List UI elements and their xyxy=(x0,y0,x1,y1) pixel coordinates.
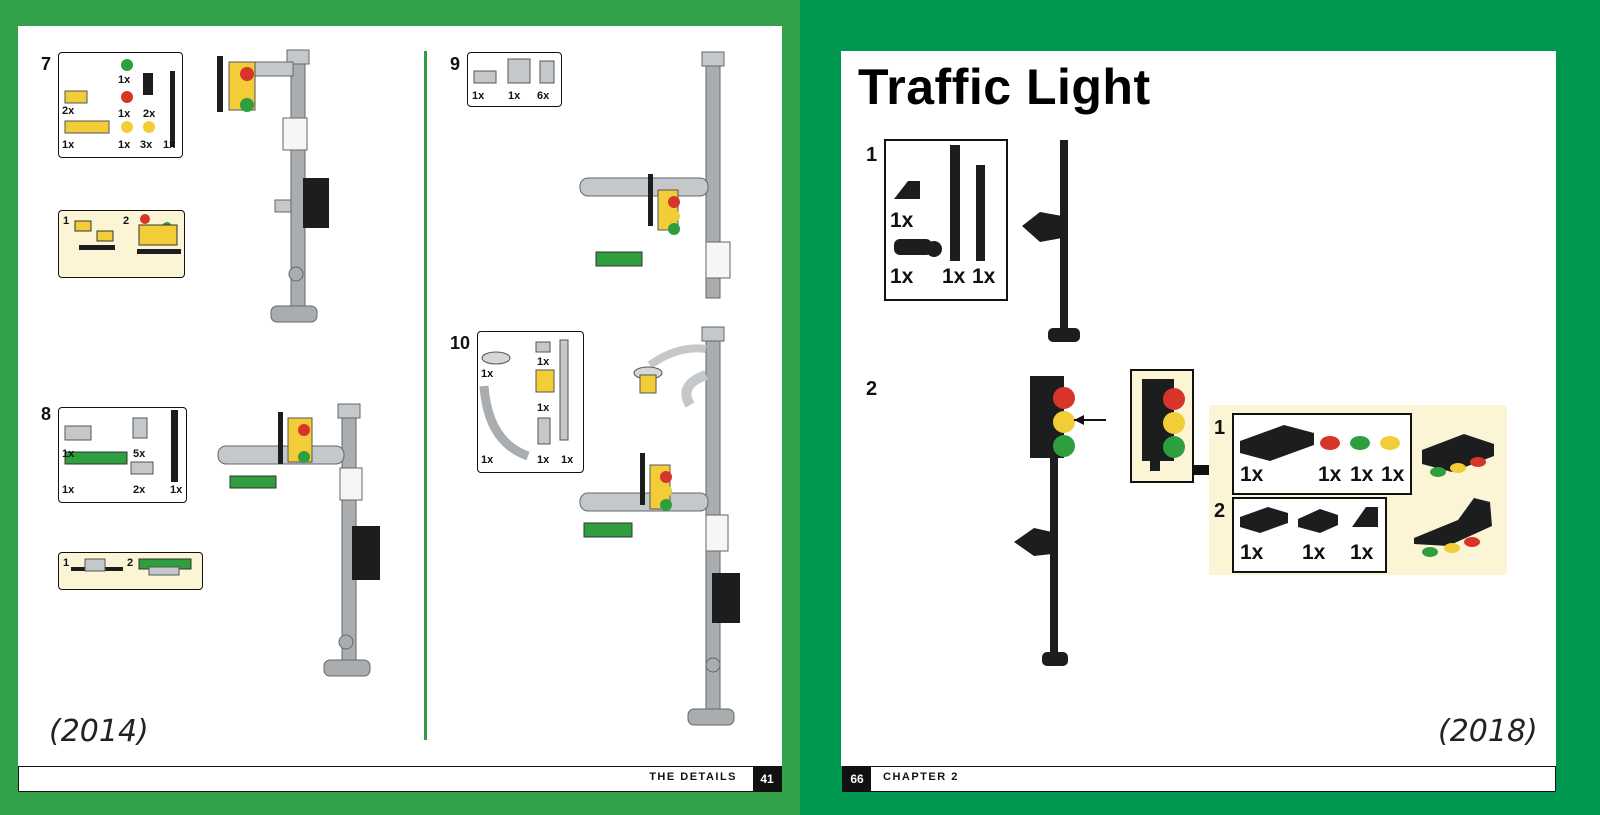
qty: 1x xyxy=(1318,463,1341,487)
qty: 1x xyxy=(481,368,493,380)
footer-chapter-title: CHAPTER 2 xyxy=(883,771,959,783)
qty: 1x xyxy=(537,402,549,414)
qty: 1x xyxy=(1240,541,1263,565)
step-8-parts-list: 1x 5x 1x 2x 1x xyxy=(58,407,187,503)
step-7-sub-assembly: 1 2 xyxy=(58,210,185,278)
step-9-parts-list: 1x 1x 6x xyxy=(467,52,562,107)
step-8-sub-assembly: 1 2 xyxy=(58,552,203,590)
step-8-illustration xyxy=(212,402,402,692)
qty: 1x xyxy=(1350,541,1373,565)
step-7-sub-assembly-icon xyxy=(59,211,184,277)
step-7-parts-list: 1x 2x 1x 2x 1x 1x 3x 1x xyxy=(58,52,183,158)
page-title: Traffic Light xyxy=(858,58,1151,116)
step-8-number: 8 xyxy=(41,404,51,425)
qty: 3x xyxy=(140,139,152,151)
right-step-2-number: 2 xyxy=(866,378,877,401)
right-step-2-callout xyxy=(1130,369,1194,483)
qty: 1x xyxy=(508,90,520,102)
qty: 1x xyxy=(170,484,182,496)
qty: 5x xyxy=(133,448,145,460)
qty: 1x xyxy=(62,448,74,460)
step-10-number: 10 xyxy=(450,333,470,354)
right-page-number: 66 xyxy=(843,767,871,791)
step-8-sub-assembly-icon xyxy=(59,553,202,589)
qty: 1x xyxy=(1381,463,1404,487)
step-10-parts-icon xyxy=(478,332,583,472)
qty: 2x xyxy=(62,105,74,117)
qty: 1x xyxy=(1240,463,1263,487)
left-footer: THE DETAILS 41 xyxy=(18,766,782,792)
qty: 2x xyxy=(133,484,145,496)
qty: 1x xyxy=(118,74,130,86)
sub-step-2-parts-list: 1x 1x 1x xyxy=(1232,497,1387,573)
sub-step-1-parts-list: 1x 1x 1x 1x xyxy=(1232,413,1412,495)
qty: 1x xyxy=(62,484,74,496)
left-year-caption: (2014) xyxy=(49,714,149,749)
qty: 6x xyxy=(537,90,549,102)
qty: 1x xyxy=(62,139,74,151)
sub-step-1-result-illustration xyxy=(1418,428,1498,480)
right-step-1-illustration xyxy=(1018,138,1078,348)
qty: 2x xyxy=(143,108,155,120)
right-year-caption: (2018) xyxy=(1438,714,1538,749)
step-10-parts-list: 1x 1x 1x 1x 1x 1x xyxy=(477,331,584,473)
qty: 1x xyxy=(163,139,175,151)
step-7-illustration xyxy=(215,48,335,333)
qty: 1x xyxy=(561,454,573,466)
qty: 1x xyxy=(118,108,130,120)
qty: 1x xyxy=(118,139,130,151)
qty: 1x xyxy=(890,209,913,233)
right-footer: 66 CHAPTER 2 xyxy=(842,766,1556,792)
qty: 1x xyxy=(942,265,965,289)
qty: 1x xyxy=(537,454,549,466)
qty: 1x xyxy=(481,454,493,466)
step-9-illustration xyxy=(578,50,738,300)
qty: 1x xyxy=(1350,463,1373,487)
qty: 1x xyxy=(972,265,995,289)
qty: 1x xyxy=(472,90,484,102)
sub-step-1-number: 1 xyxy=(1214,417,1225,440)
left-page-number: 41 xyxy=(753,767,781,791)
column-divider xyxy=(424,51,427,740)
qty: 1x xyxy=(1302,541,1325,565)
traffic-light-head-icon xyxy=(1132,371,1192,481)
right-step-1-parts-list: 1x 1x 1x 1x xyxy=(884,139,1008,301)
step-7-number: 7 xyxy=(41,54,51,75)
step-8-parts-icon xyxy=(59,408,186,502)
right-step-1-number: 1 xyxy=(866,144,877,167)
step-10-illustration xyxy=(578,325,758,735)
sub-step-2-number: 2 xyxy=(1214,500,1225,523)
qty: 1x xyxy=(537,356,549,368)
footer-section-title: THE DETAILS xyxy=(649,771,737,783)
step-9-number: 9 xyxy=(450,54,460,75)
sub-step-2-result-illustration xyxy=(1408,494,1500,566)
right-step-2-illustration xyxy=(1006,374,1096,674)
qty: 1x xyxy=(890,265,913,289)
